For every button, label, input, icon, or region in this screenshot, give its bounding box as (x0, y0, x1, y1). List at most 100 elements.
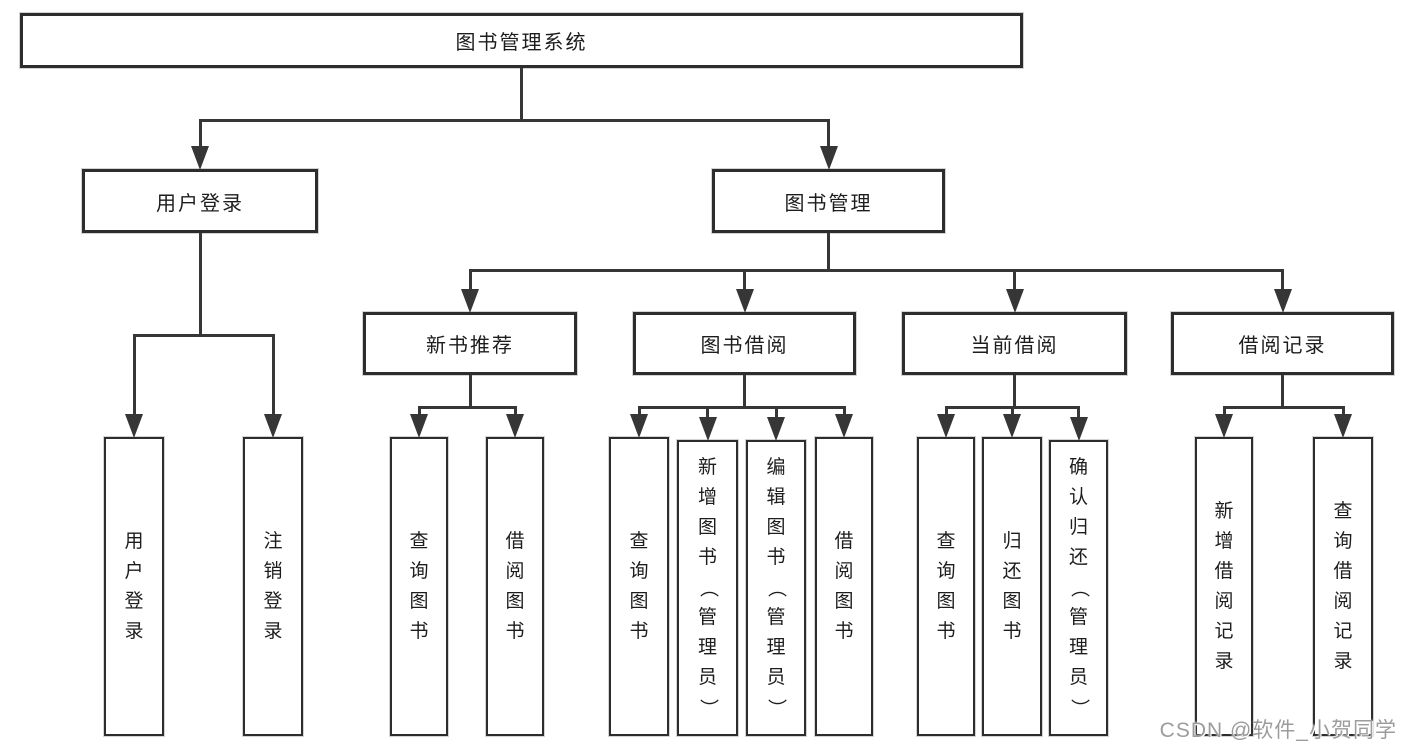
node-label-char: 阅 (1333, 590, 1353, 612)
node-label-char: 员 (697, 667, 717, 688)
node-label-char: 书 (1002, 620, 1022, 642)
arrowhead-down-icon (1003, 414, 1021, 438)
node-label-char: （ (765, 578, 787, 598)
connector-vertical-line (1013, 270, 1016, 290)
node-label-char: 录 (124, 620, 144, 642)
arrowhead-down-icon (1273, 289, 1292, 313)
diagram-node-borrow: 图书借阅 (633, 312, 856, 375)
node-label-char: 归 (1068, 517, 1088, 538)
node-label-char: 注 (263, 530, 283, 552)
node-label-char: 还 (1002, 560, 1022, 582)
arrowhead-down-icon (410, 414, 428, 438)
node-label-char: 书 (697, 547, 717, 568)
connector-vertical-line (132, 335, 136, 415)
arrowhead-down-icon (191, 146, 209, 170)
arrowhead-down-icon (937, 414, 955, 438)
node-label-char: 增 (697, 487, 717, 508)
node-label-char: 图 (1002, 590, 1022, 612)
node-label-char: 员 (1068, 667, 1088, 688)
arrowhead-down-icon (735, 289, 754, 313)
diagram-node-root: 图书管理系统 (20, 13, 1023, 68)
node-label-char: 图 (766, 517, 786, 538)
arrowhead-down-icon (1334, 414, 1352, 438)
diagram-node-records: 借阅记录 (1171, 312, 1394, 375)
arrowhead-down-icon (264, 414, 282, 438)
node-label-char: 销 (263, 560, 283, 582)
connector-vertical-line (842, 407, 846, 415)
node-label-char: 管 (697, 607, 717, 628)
node-label-char: 询 (409, 560, 429, 582)
node-label: 用户登录 (156, 192, 244, 215)
node-label-char: ） (1068, 698, 1090, 718)
node-label-char: （ (697, 578, 719, 598)
connector-horizontal-line (637, 405, 846, 409)
node-label-char: 查 (629, 530, 649, 552)
node-label-char: 新 (697, 457, 717, 478)
node-label-char: 归 (1002, 530, 1022, 552)
arrowhead-down-icon (630, 414, 648, 438)
node-label-char: 理 (766, 637, 786, 658)
node-label-char: ） (697, 698, 719, 718)
connector-vertical-line (706, 407, 709, 418)
connector-vertical-line (468, 270, 472, 290)
diagram-node-bb-edit: 编辑图书（管理员） (746, 440, 806, 736)
connector-vertical-line (827, 233, 830, 272)
arrowhead-down-icon (1005, 289, 1024, 313)
node-label-char: 记 (1333, 620, 1353, 642)
diagram-node-newrec: 新书推荐 (363, 312, 577, 375)
node-label-char: 辑 (766, 487, 786, 508)
connector-vertical-line (271, 335, 275, 415)
connector-horizontal-line (468, 268, 1284, 272)
diagram-node-nr-borrow: 借阅图书 (486, 437, 544, 736)
connector-vertical-line (637, 407, 641, 415)
arrowhead-down-icon (506, 414, 524, 438)
diagram-node-rec-add: 新增借阅记录 (1195, 437, 1253, 736)
node-label-char: 确 (1068, 457, 1088, 478)
diagram-node-cb-confirm: 确认归还（管理员） (1049, 440, 1108, 736)
arrowhead-down-icon (461, 289, 479, 313)
node-label-char: 查 (409, 530, 429, 552)
diagram-node-userlogin: 用户登录 (104, 437, 164, 736)
diagram-node-mgmt: 图书管理 (712, 169, 945, 233)
node-label-char: 询 (629, 560, 649, 582)
diagram-node-nr-query: 查询图书 (390, 437, 448, 736)
node-label-char: 录 (1214, 650, 1234, 672)
node-label-char: ） (765, 698, 787, 718)
diagram-node-current: 当前借阅 (902, 312, 1127, 375)
node-label-char: 录 (1333, 650, 1353, 672)
connector-vertical-line (468, 375, 472, 409)
arrowhead-down-icon (819, 146, 838, 170)
connector-vertical-line (520, 68, 523, 122)
connector-vertical-line (827, 120, 830, 147)
diagram-node-bb-query: 查询图书 (609, 437, 669, 736)
connector-horizontal-line (417, 405, 517, 409)
node-label-char: 借 (1214, 560, 1234, 582)
diagram-node-login: 用户登录 (82, 169, 318, 233)
node-label-char: 图 (936, 590, 956, 612)
node-label-char: 理 (697, 637, 717, 658)
node-label-char: 管 (1068, 607, 1088, 628)
csdn-watermark: CSDN @软件_小贺同学 (1159, 719, 1397, 742)
node-label: 图书借阅 (700, 335, 789, 357)
connector-vertical-line (1341, 407, 1345, 415)
node-label-char: 登 (124, 590, 144, 612)
node-label-char: 询 (936, 560, 956, 582)
connector-vertical-line (944, 407, 948, 415)
node-label-char: 书 (834, 620, 854, 642)
node-label-char: 书 (766, 547, 786, 568)
connector-horizontal-line (198, 118, 830, 122)
node-label-char: （ (1068, 578, 1090, 598)
diagram-node-cb-return: 归还图书 (982, 437, 1042, 736)
arrowhead-down-icon (835, 414, 853, 438)
connector-vertical-line (1281, 270, 1284, 290)
node-label-char: 理 (1068, 637, 1088, 658)
node-label: 借阅记录 (1238, 335, 1327, 357)
diagram-node-rec-query: 查询借阅记录 (1313, 437, 1373, 736)
arrowhead-down-icon (698, 417, 717, 441)
diagram-node-logout: 注销登录 (243, 437, 303, 736)
connector-vertical-line (198, 233, 202, 337)
node-label-char: 阅 (505, 560, 525, 582)
connector-vertical-line (417, 407, 421, 415)
node-label-char: 图 (409, 590, 429, 612)
